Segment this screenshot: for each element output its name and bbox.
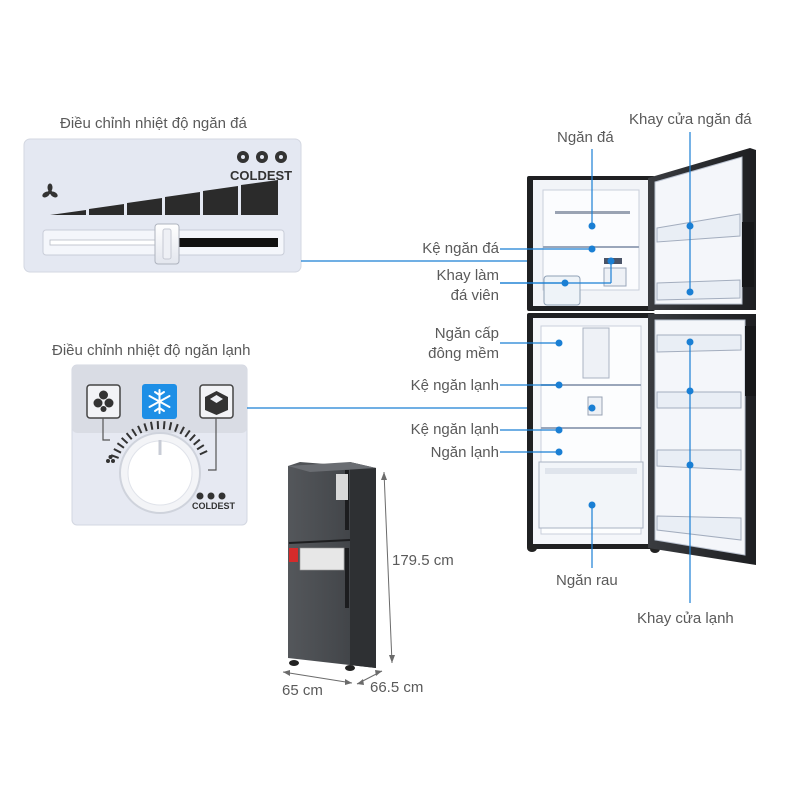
label-ke-ngan-da: Kệ ngăn đá	[422, 240, 499, 257]
label-ke-ngan-lanh-1: Kệ ngăn lạnh	[410, 377, 499, 394]
label-ngan-lanh: Ngăn lạnh	[430, 444, 499, 461]
dimension-height: 179.5 cm	[392, 552, 454, 569]
label-ke-ngan-lanh-2: Kệ ngăn lạnh	[410, 421, 499, 438]
label-ngan-cap-dong-line1: Ngăn cấp	[434, 325, 499, 342]
dial-ticks	[110, 421, 208, 459]
dimension-depth: 66.5 cm	[370, 679, 424, 696]
ice-cube-icon	[199, 384, 234, 419]
label-khay-lam-da-line1: Khay làm	[436, 267, 499, 284]
fridge-coldest-label: COLDEST	[192, 501, 236, 511]
fridge-control-panel	[71, 364, 248, 526]
dial-tick	[193, 438, 201, 446]
freezer-control-panel	[23, 138, 302, 273]
temperature-ramp	[50, 180, 278, 215]
dial-tick	[196, 444, 205, 451]
small-leaves-icon	[106, 455, 115, 463]
leader-dots	[555, 222, 694, 509]
leaves-icon	[86, 384, 121, 419]
label-ngan-rau: Ngăn rau	[556, 572, 618, 589]
label-khay-lam-da-line2: đá viên	[450, 287, 499, 304]
dial-tick	[120, 437, 129, 445]
fan-icon	[42, 183, 58, 198]
freezer-coldest-label: COLDEST	[230, 168, 293, 183]
leader-lines	[500, 132, 691, 603]
dial-tick	[188, 433, 196, 442]
three-fans-icon	[237, 151, 287, 163]
dial-tick	[149, 421, 154, 430]
dimension-width: 65 cm	[282, 682, 323, 699]
label-khay-cua-ngan-da: Khay cửa ngăn đá	[629, 111, 752, 128]
dial-tick	[199, 450, 208, 456]
snowflake-icon	[142, 384, 177, 419]
dial-tick	[131, 428, 138, 437]
dial-tick	[113, 448, 122, 454]
dial-tick	[174, 423, 179, 432]
dial-tick	[184, 429, 191, 438]
small-three-fans-icon	[196, 492, 226, 500]
closed-fridge	[288, 462, 376, 671]
fridge-control-title: Điều chỉnh nhiệt độ ngăn lạnh	[52, 342, 251, 359]
label-ngan-cap-dong-line2: đông mềm	[428, 345, 499, 362]
dial-tick	[168, 422, 173, 431]
dial-tick	[162, 421, 166, 430]
label-khay-cua-lanh: Khay cửa lạnh	[637, 610, 734, 627]
dial-tick	[179, 426, 185, 435]
dial-tick	[125, 432, 133, 440]
dial-tick	[110, 454, 119, 459]
dial-tick	[116, 442, 125, 449]
open-fridge	[527, 148, 756, 565]
label-ngan-da: Ngăn đá	[557, 129, 614, 146]
dial-tick	[137, 425, 143, 434]
freezer-control-title: Điều chỉnh nhiệt độ ngăn đá	[60, 115, 247, 132]
dial-tick	[143, 423, 148, 432]
freezer-slider-knob[interactable]	[154, 223, 180, 265]
